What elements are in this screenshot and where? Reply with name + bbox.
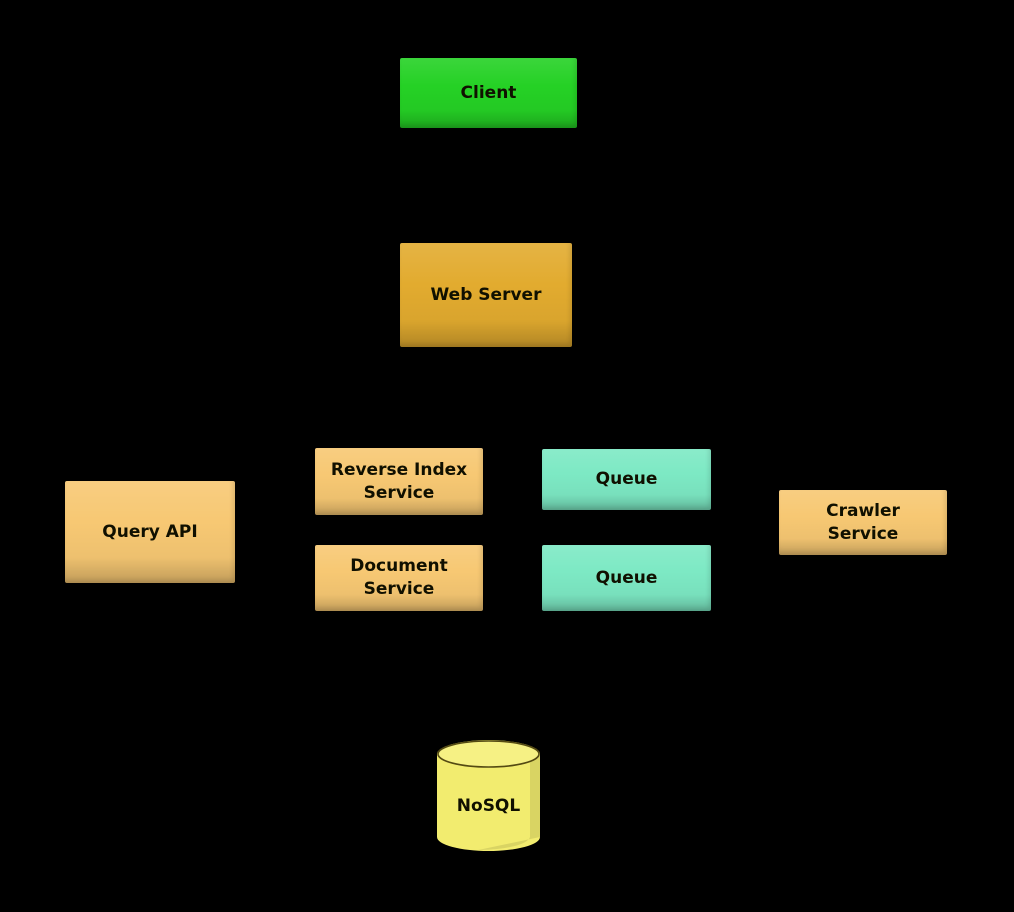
node-label: Client xyxy=(460,82,517,103)
node-label: Queue xyxy=(595,567,658,588)
node-nosql: NoSQL xyxy=(437,740,540,851)
cylinder-shape xyxy=(437,740,540,851)
node-label: Reverse Index Service xyxy=(330,459,468,503)
node-queue-top: Queue xyxy=(542,449,711,510)
node-label: Queue xyxy=(595,469,658,490)
node-web-server: Web Server xyxy=(400,243,572,347)
node-queue-bottom: Queue xyxy=(542,545,711,611)
node-label: Web Server xyxy=(430,284,542,305)
node-label: NoSQL xyxy=(456,796,521,817)
node-crawler-service: Crawler Service xyxy=(779,490,947,555)
node-client: Client xyxy=(400,58,577,128)
node-document-service: Document Service xyxy=(315,545,483,611)
node-label: Query API xyxy=(102,521,198,542)
node-query-api: Query API xyxy=(65,481,235,583)
node-label: Crawler Service xyxy=(826,500,900,544)
node-label: Document Service xyxy=(350,556,448,599)
node-reverse-index-service: Reverse Index Service xyxy=(315,448,483,515)
